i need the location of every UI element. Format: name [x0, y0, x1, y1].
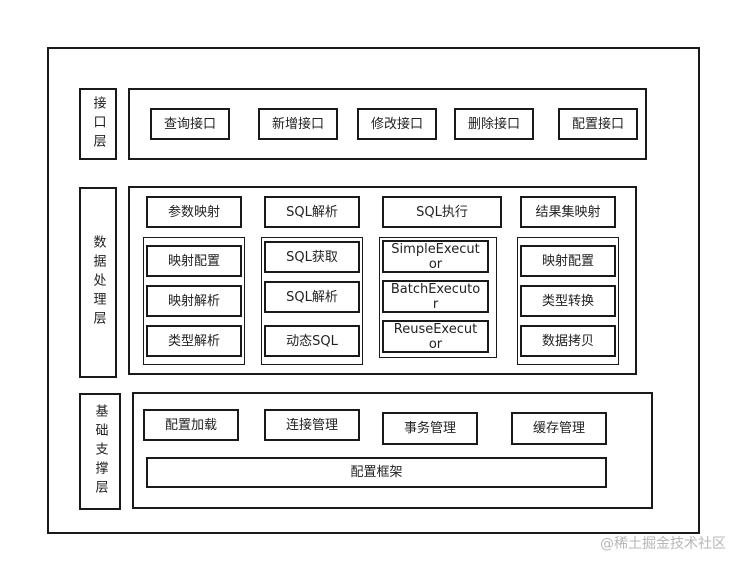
connection-management: 连接管理	[264, 409, 360, 441]
sql-execute: SQL执行	[382, 196, 502, 228]
update-interface: 修改接口	[357, 108, 437, 140]
delete-interface: 删除接口	[454, 108, 534, 140]
group-item-result-mapping-config: 映射配置	[520, 245, 616, 277]
group-item-reuse-executor: ReuseExecutor	[382, 320, 489, 353]
data-layer-label: 数据处理层	[79, 187, 117, 378]
group-item-sql-parse: SQL解析	[264, 281, 360, 313]
group-item-dynamic-sql: 动态SQL	[264, 325, 360, 357]
param-mapping: 参数映射	[146, 196, 242, 228]
group-item-sql-fetch: SQL获取	[264, 241, 360, 273]
result-set-mapping: 结果集映射	[520, 196, 616, 228]
config-interface: 配置接口	[558, 108, 638, 140]
config-loading: 配置加载	[143, 409, 239, 441]
watermark: @稀土掘金技术社区	[600, 536, 726, 552]
transaction-management: 事务管理	[382, 412, 478, 445]
group-item-type-convert: 类型转换	[520, 285, 616, 317]
base-layer-label: 基础支撑层	[79, 393, 121, 510]
interface-layer-label: 接口层	[79, 88, 117, 160]
group-item-mapping-config: 映射配置	[146, 245, 242, 277]
create-interface: 新增接口	[258, 108, 338, 140]
group-item-type-parse: 类型解析	[146, 325, 242, 357]
group-item-data-copy: 数据拷贝	[520, 325, 616, 357]
cache-management: 缓存管理	[511, 412, 607, 445]
sql-parse: SQL解析	[264, 196, 360, 228]
group-item-simple-executor: SimpleExecutor	[382, 240, 489, 273]
group-item-batch-executor: BatchExecutor	[382, 280, 489, 313]
config-framework: 配置框架	[146, 457, 607, 488]
query-interface: 查询接口	[150, 108, 230, 140]
group-item-mapping-parse: 映射解析	[146, 285, 242, 317]
